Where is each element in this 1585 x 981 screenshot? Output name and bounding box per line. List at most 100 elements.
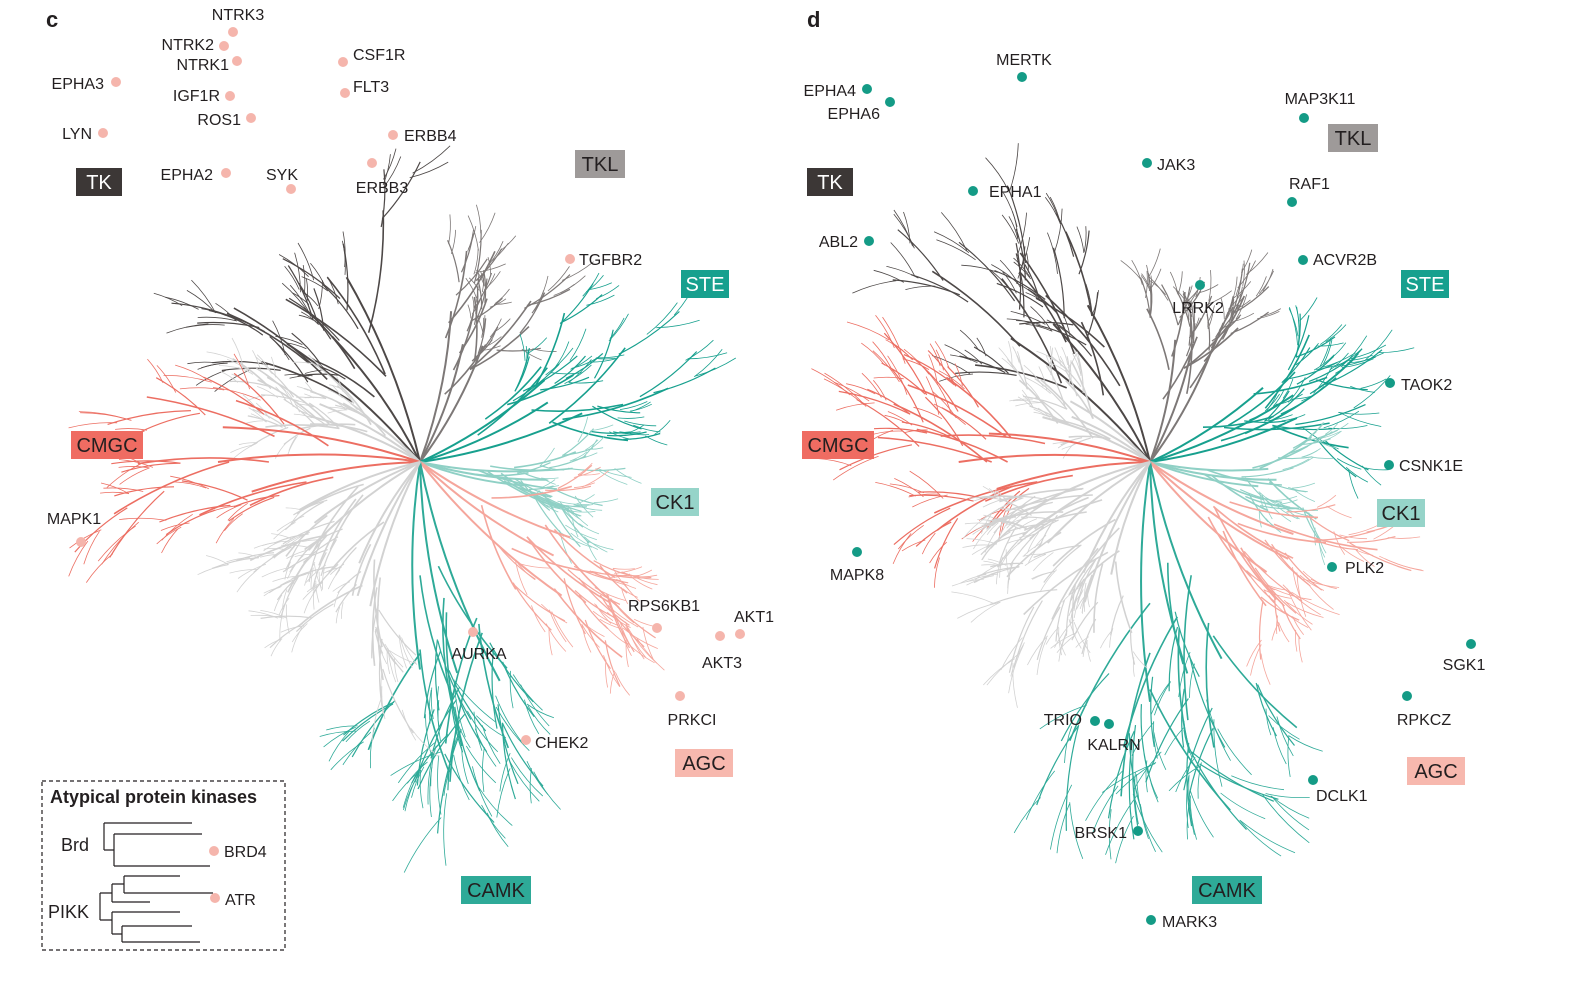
tree-branch <box>115 428 148 431</box>
tree-branch <box>1023 364 1044 387</box>
tree-branch <box>1065 379 1095 420</box>
tree-branch <box>1058 627 1062 656</box>
marker-epha3 <box>111 77 121 87</box>
tree-branch <box>280 573 307 586</box>
tree-branch <box>215 302 237 322</box>
inset-family-pikk: PIKK <box>48 902 89 922</box>
tree-branch <box>511 757 544 797</box>
tree-branch <box>1285 361 1338 380</box>
tree-branch <box>313 288 325 331</box>
tree-branch <box>294 553 315 557</box>
tree-branch <box>618 311 680 355</box>
tree-branch <box>1071 352 1082 375</box>
tree-branch <box>960 573 987 584</box>
tree-branch <box>578 473 600 476</box>
tree-branch <box>328 731 350 762</box>
label-plk2: PLK2 <box>1345 560 1384 577</box>
tree-branch <box>473 296 478 361</box>
tree-branch <box>473 229 482 284</box>
tree-branch <box>293 499 328 516</box>
tree-branch <box>1013 261 1032 280</box>
tree-branch <box>1001 214 1020 244</box>
tree-branch <box>448 214 451 245</box>
tree-branch <box>517 563 536 581</box>
tree-branch <box>993 495 1036 534</box>
tree-branch <box>1307 515 1350 542</box>
tree-branch <box>1278 501 1300 520</box>
tree-branch <box>522 355 578 392</box>
tree-branch <box>434 639 440 711</box>
tree-branch <box>1051 547 1099 620</box>
tree-branch <box>1052 442 1068 445</box>
tree-branch <box>514 347 530 392</box>
tree-branch <box>1250 644 1262 676</box>
tree-branch <box>545 485 592 492</box>
tree-branch <box>224 513 243 531</box>
tree-branch <box>549 502 581 548</box>
tree-branch <box>419 649 450 773</box>
tree-branch <box>1284 552 1323 591</box>
tree-branch <box>1235 263 1244 296</box>
marker-csnk1e <box>1384 460 1394 470</box>
tree-branch <box>1025 323 1053 332</box>
tree-branch <box>310 567 314 590</box>
tree-branch <box>571 516 579 538</box>
tree-branch <box>373 559 383 648</box>
tree-branch <box>327 569 341 590</box>
tree-branch <box>1015 242 1022 310</box>
tree-branch <box>615 672 631 696</box>
tree-branch <box>1329 352 1349 371</box>
tree-branch <box>1292 567 1303 602</box>
tree-branch <box>186 290 216 314</box>
panel-d-group-label-tk: TK <box>807 168 853 196</box>
tree-branch <box>1288 308 1299 337</box>
tree-branch <box>1265 708 1272 736</box>
tree-branch <box>447 732 460 778</box>
panel-d-letter: d <box>807 7 820 32</box>
tree-branch <box>212 387 261 401</box>
tree-branch <box>103 487 144 492</box>
tree-branch <box>608 313 629 342</box>
tree-branch <box>477 367 548 436</box>
tree-branch <box>599 618 621 629</box>
tree-branch <box>455 258 488 296</box>
tree-branch <box>1257 684 1295 746</box>
tree-branch <box>519 333 526 361</box>
tree-branch <box>495 706 530 751</box>
tree-branch <box>480 505 517 590</box>
tree-branch <box>282 589 288 610</box>
label-epha1: EPHA1 <box>989 184 1042 201</box>
tree-branch <box>490 327 498 342</box>
tree-branch <box>416 709 435 786</box>
tree-branch <box>513 584 566 622</box>
tree-branch <box>276 576 299 601</box>
tree-branch <box>594 603 614 622</box>
tree-branch <box>897 229 944 281</box>
tree-branch <box>485 336 502 348</box>
tree-branch <box>543 478 556 485</box>
marker-chek2 <box>521 735 531 745</box>
tree-branch <box>263 586 282 597</box>
tree-branch <box>596 285 620 299</box>
marker-brsk1 <box>1133 826 1143 836</box>
tree-branch <box>1150 676 1155 748</box>
tree-branch <box>323 726 356 748</box>
tree-branch <box>1148 248 1161 278</box>
tree-branch <box>506 374 574 406</box>
tree-branch <box>1049 196 1061 225</box>
tree-branch <box>1310 456 1334 459</box>
tree-branch <box>604 640 621 687</box>
tree-branch <box>592 610 618 626</box>
tree-branch <box>1013 400 1043 404</box>
tree-branch <box>1181 688 1185 748</box>
tree-branch <box>1027 635 1048 666</box>
marker-rpkcz <box>1402 691 1412 701</box>
tree-branch <box>1120 652 1151 797</box>
tree-branch <box>107 410 191 425</box>
tree-branch <box>215 518 235 544</box>
tree-branch <box>541 603 568 624</box>
tree-branch <box>1283 610 1309 628</box>
tree-branch <box>473 248 479 275</box>
tree-branch <box>893 403 988 463</box>
